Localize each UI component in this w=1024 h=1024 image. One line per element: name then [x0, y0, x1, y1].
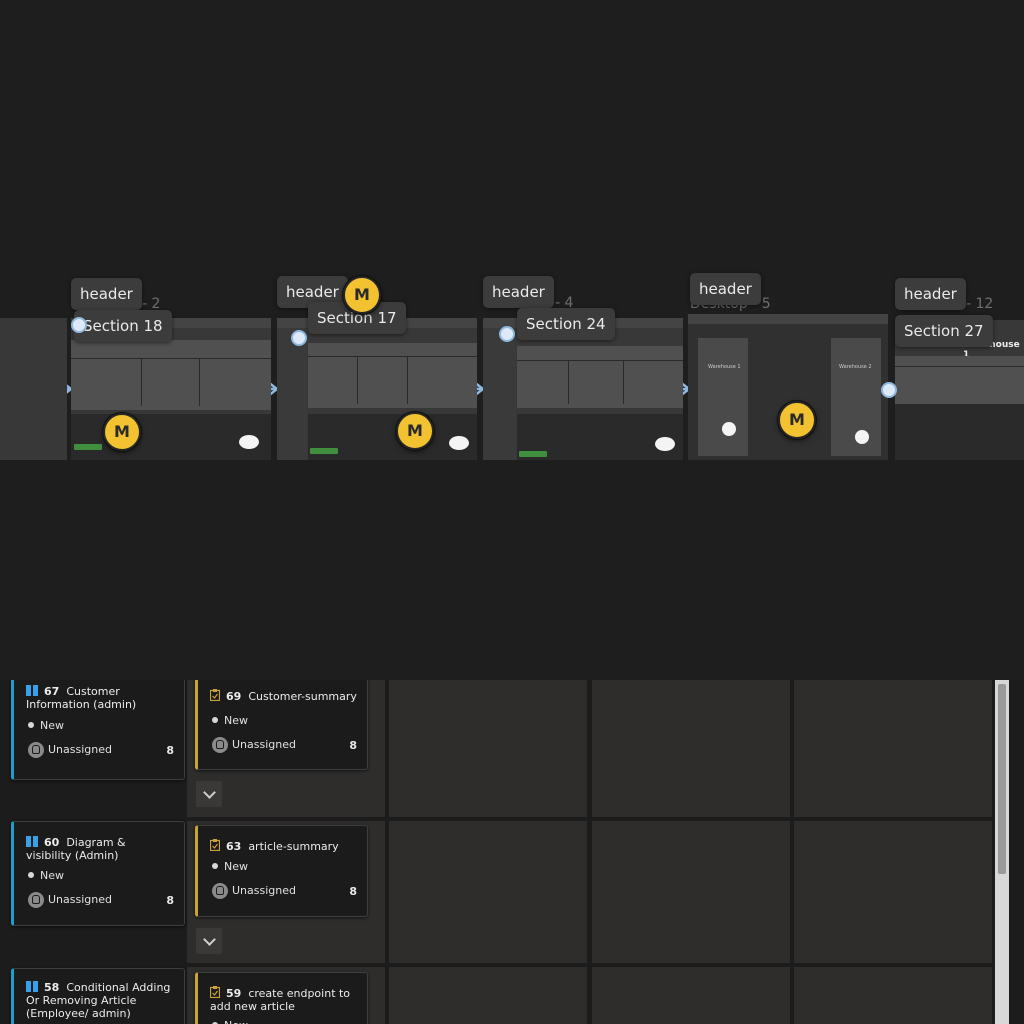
frame-round-button [855, 430, 869, 444]
epic-card[interactable]: 60 Diagram & visibility (Admin) New Unas… [11, 821, 185, 926]
task-card[interactable]: 69 Customer-summary New Unassigned 8 [195, 680, 368, 770]
card-count: 8 [349, 885, 357, 898]
frame-sidebar [483, 328, 516, 460]
frame-footer [895, 404, 1024, 460]
book-icon [26, 685, 38, 696]
expand-button[interactable] [196, 928, 222, 954]
collaborator-avatar[interactable]: M [396, 412, 434, 450]
collaborator-avatar[interactable]: M [103, 413, 141, 451]
user-icon [212, 883, 228, 899]
frame-green-button [310, 448, 338, 454]
frame-topbar [688, 314, 888, 324]
section-pill[interactable]: Section 18 [74, 310, 172, 342]
header-pill[interactable]: header [71, 278, 142, 310]
frame-round-button [239, 435, 259, 449]
card-state: New [212, 1019, 248, 1024]
user-icon [28, 742, 44, 758]
card-count: 8 [166, 744, 174, 757]
frame-title: - 4 [555, 295, 574, 311]
chevron-down-icon [203, 786, 216, 799]
board-cell [794, 967, 992, 1024]
warehouse-panel-left: Warehouse 1 [698, 338, 748, 456]
card-title: 67 Customer Information (admin) [26, 685, 137, 711]
warehouse-label: Warehouse 1 [708, 364, 741, 370]
card-count: 8 [166, 894, 174, 907]
card-title: 58 Conditional Adding Or Removing Articl… [26, 981, 171, 1020]
frame-sidebar [277, 328, 307, 460]
book-icon [26, 836, 38, 847]
scrollbar-thumb[interactable] [998, 684, 1006, 874]
frame-thumbnail[interactable]: Warehouse 1 Warehouse 2 [688, 314, 888, 460]
frame-title: - 2 [142, 296, 161, 312]
frame-title: - 12 [966, 296, 994, 312]
card-title: 63 article-summary [210, 839, 357, 853]
frame-round-button [449, 436, 469, 450]
card-assignee[interactable]: Unassigned [28, 891, 112, 909]
connector-node[interactable] [291, 330, 307, 346]
card-assignee[interactable]: Unassigned [28, 741, 112, 759]
state-dot [28, 872, 34, 878]
board-cell [592, 680, 790, 817]
board-cell [389, 967, 587, 1024]
clipboard-icon [210, 839, 220, 851]
connector-node[interactable] [71, 317, 87, 333]
clipboard-icon [210, 986, 220, 998]
card-title: 60 Diagram & visibility (Admin) [26, 836, 126, 862]
user-icon [212, 737, 228, 753]
card-assignee[interactable]: Unassigned [212, 882, 296, 900]
state-dot [212, 863, 218, 869]
card-count: 8 [349, 739, 357, 752]
board-cell [389, 680, 587, 817]
epic-card[interactable]: 67 Customer Information (admin) New Unas… [11, 680, 185, 780]
clipboard-icon [210, 689, 220, 701]
task-card[interactable]: 63 article-summary New Unassigned 8 [195, 825, 368, 917]
epic-card[interactable]: 58 Conditional Adding Or Removing Articl… [11, 968, 185, 1024]
card-title: 59 create endpoint to add new article [210, 986, 351, 1013]
user-icon [28, 892, 44, 908]
connector-node[interactable] [881, 382, 897, 398]
card-state: New [28, 719, 64, 732]
header-pill[interactable]: header [895, 278, 966, 310]
warehouse-label: Warehouse 2 [839, 364, 872, 370]
state-dot [212, 717, 218, 723]
header-pill[interactable]: header [483, 276, 554, 308]
collaborator-avatar[interactable]: M [343, 276, 381, 314]
card-assignee[interactable]: Unassigned [212, 736, 296, 754]
kanban-board: 67 Customer Information (admin) New Unas… [0, 680, 1024, 1024]
frame-green-button [519, 451, 547, 457]
frame-table [308, 343, 477, 408]
card-state: New [212, 860, 248, 873]
frame-thumbnail[interactable] [0, 318, 67, 460]
connector-node[interactable] [499, 326, 515, 342]
frame-green-button [74, 444, 102, 450]
board-cell [389, 821, 587, 963]
frame-round-button [655, 437, 675, 451]
section-pill[interactable]: Section 27 [895, 315, 993, 347]
card-state: New [28, 869, 64, 882]
warehouse-panel-right: Warehouse 2 [831, 338, 881, 456]
prototype-canvas[interactable]: Warehouse 1 Warehouse 2 Warehouse 1 - 2 … [0, 0, 1024, 680]
chevron-down-icon [203, 933, 216, 946]
expand-button[interactable] [196, 781, 222, 807]
section-pill[interactable]: Section 24 [517, 308, 615, 340]
state-dot [212, 1022, 218, 1024]
collaborator-avatar[interactable]: M [778, 401, 816, 439]
frame-table [517, 346, 683, 408]
header-pill[interactable]: header [690, 273, 761, 305]
task-card[interactable]: 59 create endpoint to add new article Ne… [195, 972, 368, 1024]
board-cell [592, 967, 790, 1024]
frame-round-button [722, 422, 736, 436]
board-cell [592, 821, 790, 963]
frame-table [895, 356, 1024, 404]
board-cell [794, 821, 992, 963]
frame-table [71, 340, 271, 410]
card-title: 69 Customer-summary [210, 689, 357, 703]
board-cell [794, 680, 992, 817]
state-dot [28, 722, 34, 728]
card-state: New [212, 714, 248, 727]
book-icon [26, 981, 38, 992]
frame-thumbnail[interactable] [277, 318, 477, 460]
